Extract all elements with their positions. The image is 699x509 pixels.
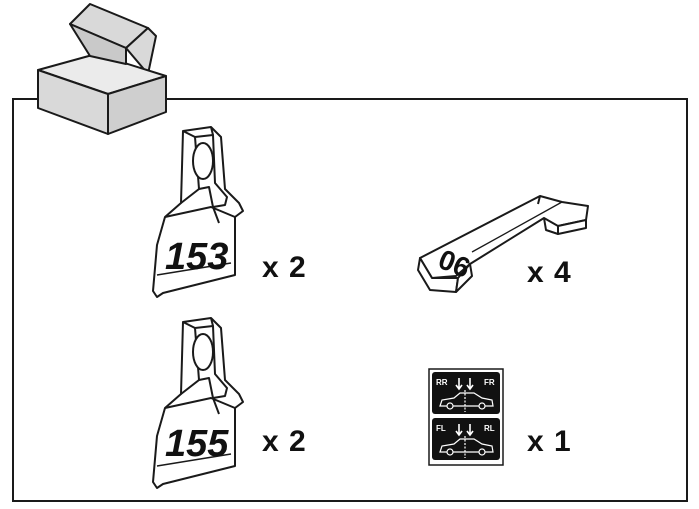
key-06-icon: 06 bbox=[417, 195, 589, 293]
clip-155-icon: 155 bbox=[152, 317, 244, 489]
key-06-quantity: x 4 bbox=[527, 256, 572, 289]
down-arrow-icon bbox=[455, 378, 474, 391]
decal-label-fl: FL bbox=[436, 424, 446, 433]
clip-153-quantity: x 2 bbox=[262, 251, 307, 284]
decal-quantity: x 1 bbox=[527, 425, 572, 458]
contents-frame bbox=[12, 98, 688, 502]
decal-label-rl: RL bbox=[484, 424, 495, 433]
down-arrow-icon bbox=[455, 424, 474, 437]
clip-153-icon: 153 bbox=[152, 126, 244, 298]
car-icon bbox=[439, 390, 494, 412]
wheel-position-decal-icon: RR FR FL RL bbox=[428, 368, 504, 466]
decal-label-rr: RR bbox=[436, 378, 448, 387]
clip-153-number: 153 bbox=[165, 236, 228, 278]
car-icon bbox=[439, 436, 494, 458]
decal-label-fr: FR bbox=[484, 378, 495, 387]
clip-155-quantity: x 2 bbox=[262, 425, 307, 458]
clip-155-number: 155 bbox=[165, 423, 229, 465]
open-box-icon bbox=[37, 3, 167, 135]
